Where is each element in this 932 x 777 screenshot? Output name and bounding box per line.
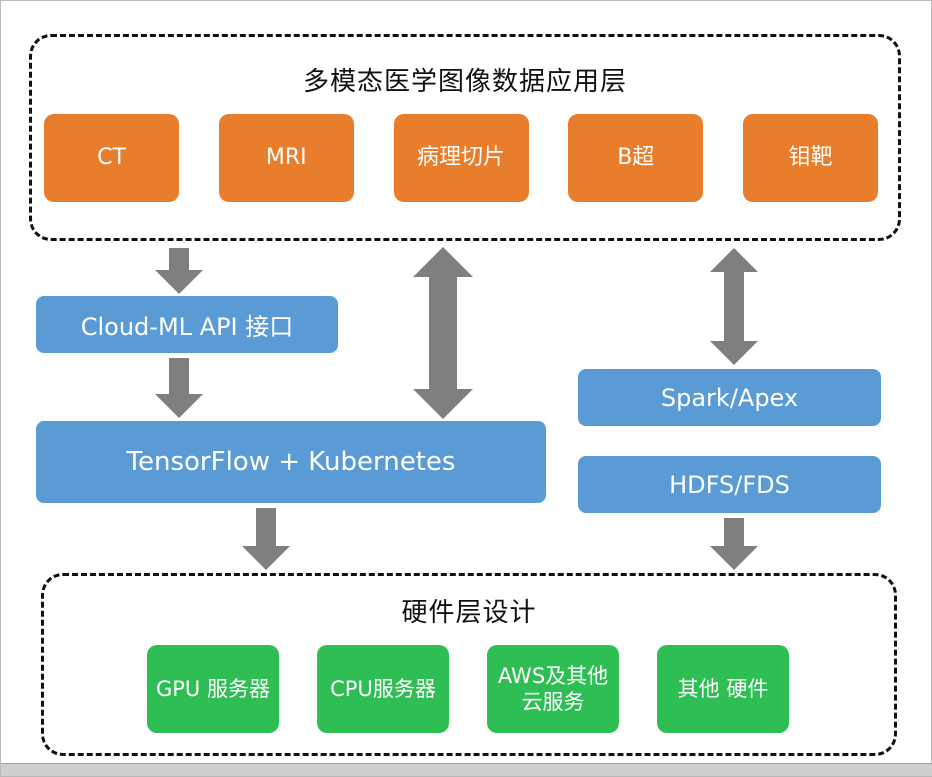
hardware-box-gpu: GPU 服务器 (147, 645, 279, 733)
spark-apex-box: Spark/Apex (578, 369, 881, 426)
arrow-head-up (710, 248, 758, 272)
modality-box-pathology: 病理切片 (393, 114, 529, 202)
hardware-box-other: 其他 硬件 (657, 645, 789, 733)
modality-box-mri: MRI (218, 114, 354, 202)
arrow-bidirectional-right-icon (710, 248, 758, 365)
arrow-head-down (155, 270, 203, 294)
hardware-layer-container: 硬件层设计 GPU 服务器 CPU服务器 AWS及其他云服务 其他 硬件 (41, 573, 897, 756)
arrow-shaft (256, 508, 276, 546)
modality-box-ultrasound: B超 (568, 114, 704, 202)
window-bottom-edge (1, 763, 932, 776)
arrow-shaft (724, 518, 744, 546)
application-layer-container: 多模态医学图像数据应用层 CT MRI 病理切片 B超 钼靶 (29, 34, 901, 241)
arrow-head-down (413, 389, 473, 419)
arrow-head-down (155, 394, 203, 418)
arrow-head-up (413, 247, 473, 277)
application-layer-title: 多模态医学图像数据应用层 (302, 67, 627, 97)
hardware-box-cpu: CPU服务器 (317, 645, 449, 733)
arrow-down-tensorflow-to-hardware-icon (242, 508, 290, 570)
tensorflow-kubernetes-box: TensorFlow + Kubernetes (36, 421, 546, 503)
hardware-layer-title: 硬件层设计 (401, 598, 537, 628)
arrow-down-to-cloudml-icon (155, 248, 203, 294)
modality-box-mammography: 钼靶 (743, 114, 878, 202)
arrow-shaft (169, 358, 189, 394)
hdfs-fds-box: HDFS/FDS (578, 456, 881, 513)
arrow-bidirectional-center-icon (413, 247, 473, 419)
cloudml-api-box: Cloud-ML API 接口 (36, 296, 338, 353)
modality-row: CT MRI 病理切片 B超 钼靶 (44, 114, 878, 202)
modality-box-ct: CT (44, 114, 179, 202)
arrow-head-down (242, 546, 290, 570)
arrow-shaft (169, 248, 189, 270)
arrow-shaft (724, 272, 744, 341)
arrow-down-cloudml-to-tensorflow-icon (155, 358, 203, 418)
hardware-box-aws-cloud: AWS及其他云服务 (487, 645, 619, 733)
arrow-head-down (710, 546, 758, 570)
arrow-down-hdfs-to-hardware-icon (710, 518, 758, 570)
hardware-row: GPU 服务器 CPU服务器 AWS及其他云服务 其他 硬件 (147, 645, 789, 733)
arrow-head-down (710, 341, 758, 365)
arrow-shaft (429, 277, 457, 389)
